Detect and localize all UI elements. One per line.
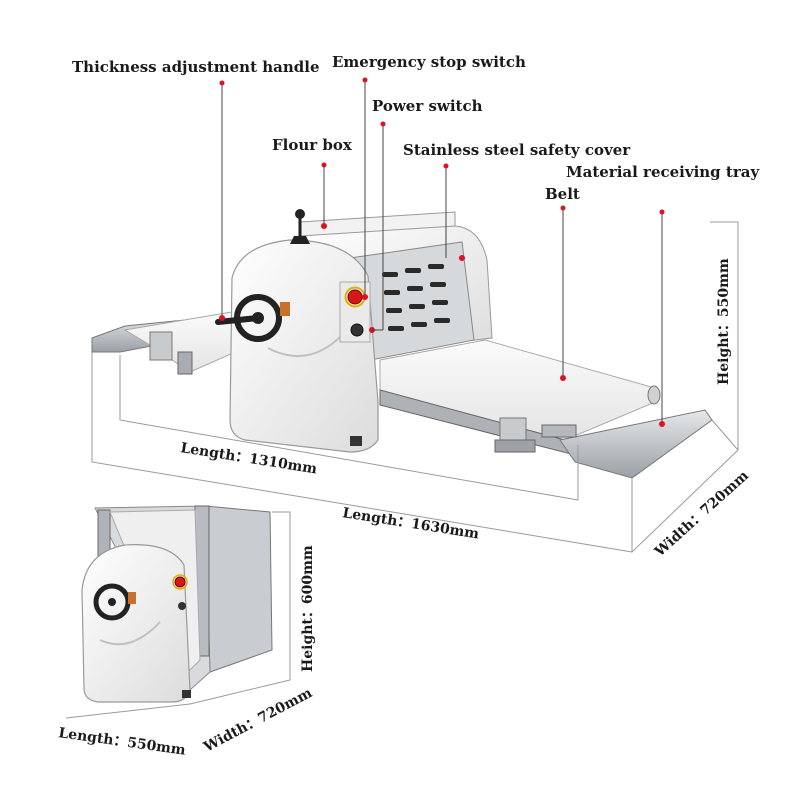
marker-thickness: [219, 315, 225, 321]
right-roller: [647, 385, 661, 405]
folded-body: [81, 544, 191, 703]
label-receiving-tray: Material receiving tray: [566, 163, 760, 181]
dim-folded-length: Length：550mm: [57, 725, 186, 759]
label-power-switch: Power switch: [372, 97, 483, 115]
folded-body-swoosh: [99, 621, 161, 646]
folded-dimension-lines: [65, 511, 291, 719]
marker-belt: [560, 375, 566, 381]
emergency-stop-button[interactable]: [347, 289, 363, 305]
marker-power-top: [380, 121, 386, 127]
dim-main-height: Height：550mm: [716, 258, 732, 385]
folded-handle[interactable]: [93, 583, 136, 621]
marker-flour: [321, 223, 327, 229]
dim-folded-width: Width：720mm: [200, 685, 315, 756]
dough-sheeter-folded: [81, 505, 273, 703]
base-plug: [350, 436, 362, 446]
folded-power-knob[interactable]: [178, 602, 186, 610]
marker-tray-top: [659, 209, 665, 215]
marker-emergency: [362, 294, 368, 300]
label-emergency-stop: Emergency stop switch: [332, 53, 526, 71]
marker-flour-top: [321, 162, 327, 168]
dim-main-width: Width：720mm: [651, 468, 752, 561]
label-belt: Belt: [545, 185, 580, 203]
body-swoosh: [267, 331, 346, 357]
left-frame-bracket: [149, 331, 173, 361]
folded-emergency-button[interactable]: [174, 576, 186, 588]
marker-tray: [659, 421, 665, 427]
power-switch-knob[interactable]: [350, 323, 364, 337]
label-thickness-handle: Thickness adjustment handle: [72, 58, 320, 76]
left-leg: [177, 351, 193, 375]
receiving-tray: [559, 409, 713, 479]
marker-cover-top: [443, 163, 449, 169]
top-knob-base: [290, 236, 310, 244]
marker-cover: [459, 255, 465, 261]
left-belt: [123, 311, 241, 373]
folded-emergency-ring: [172, 574, 188, 590]
folded-plug: [182, 690, 191, 698]
label-flour-box: Flour box: [272, 136, 353, 154]
folded-rear-panel: [204, 505, 273, 673]
right-leg-2: [541, 424, 577, 438]
top-knob[interactable]: [295, 209, 305, 219]
right-leg: [494, 439, 536, 453]
dim-main-length-total: Length：1630mm: [341, 505, 480, 542]
safety-cover-slots: [382, 264, 450, 331]
label-safety-cover: Stainless steel safety cover: [403, 141, 631, 159]
dough-sheeter-main: [91, 209, 713, 479]
marker-thickness-top: [219, 80, 225, 86]
main-body: [229, 239, 379, 453]
dim-folded-height: Height：600mm: [300, 545, 316, 672]
main-dimension-lines: [91, 221, 739, 553]
marker-belt-top: [560, 205, 566, 211]
callout-leaders: [219, 77, 665, 427]
thickness-handle[interactable]: [215, 294, 290, 342]
marker-emergency-top: [362, 77, 368, 83]
